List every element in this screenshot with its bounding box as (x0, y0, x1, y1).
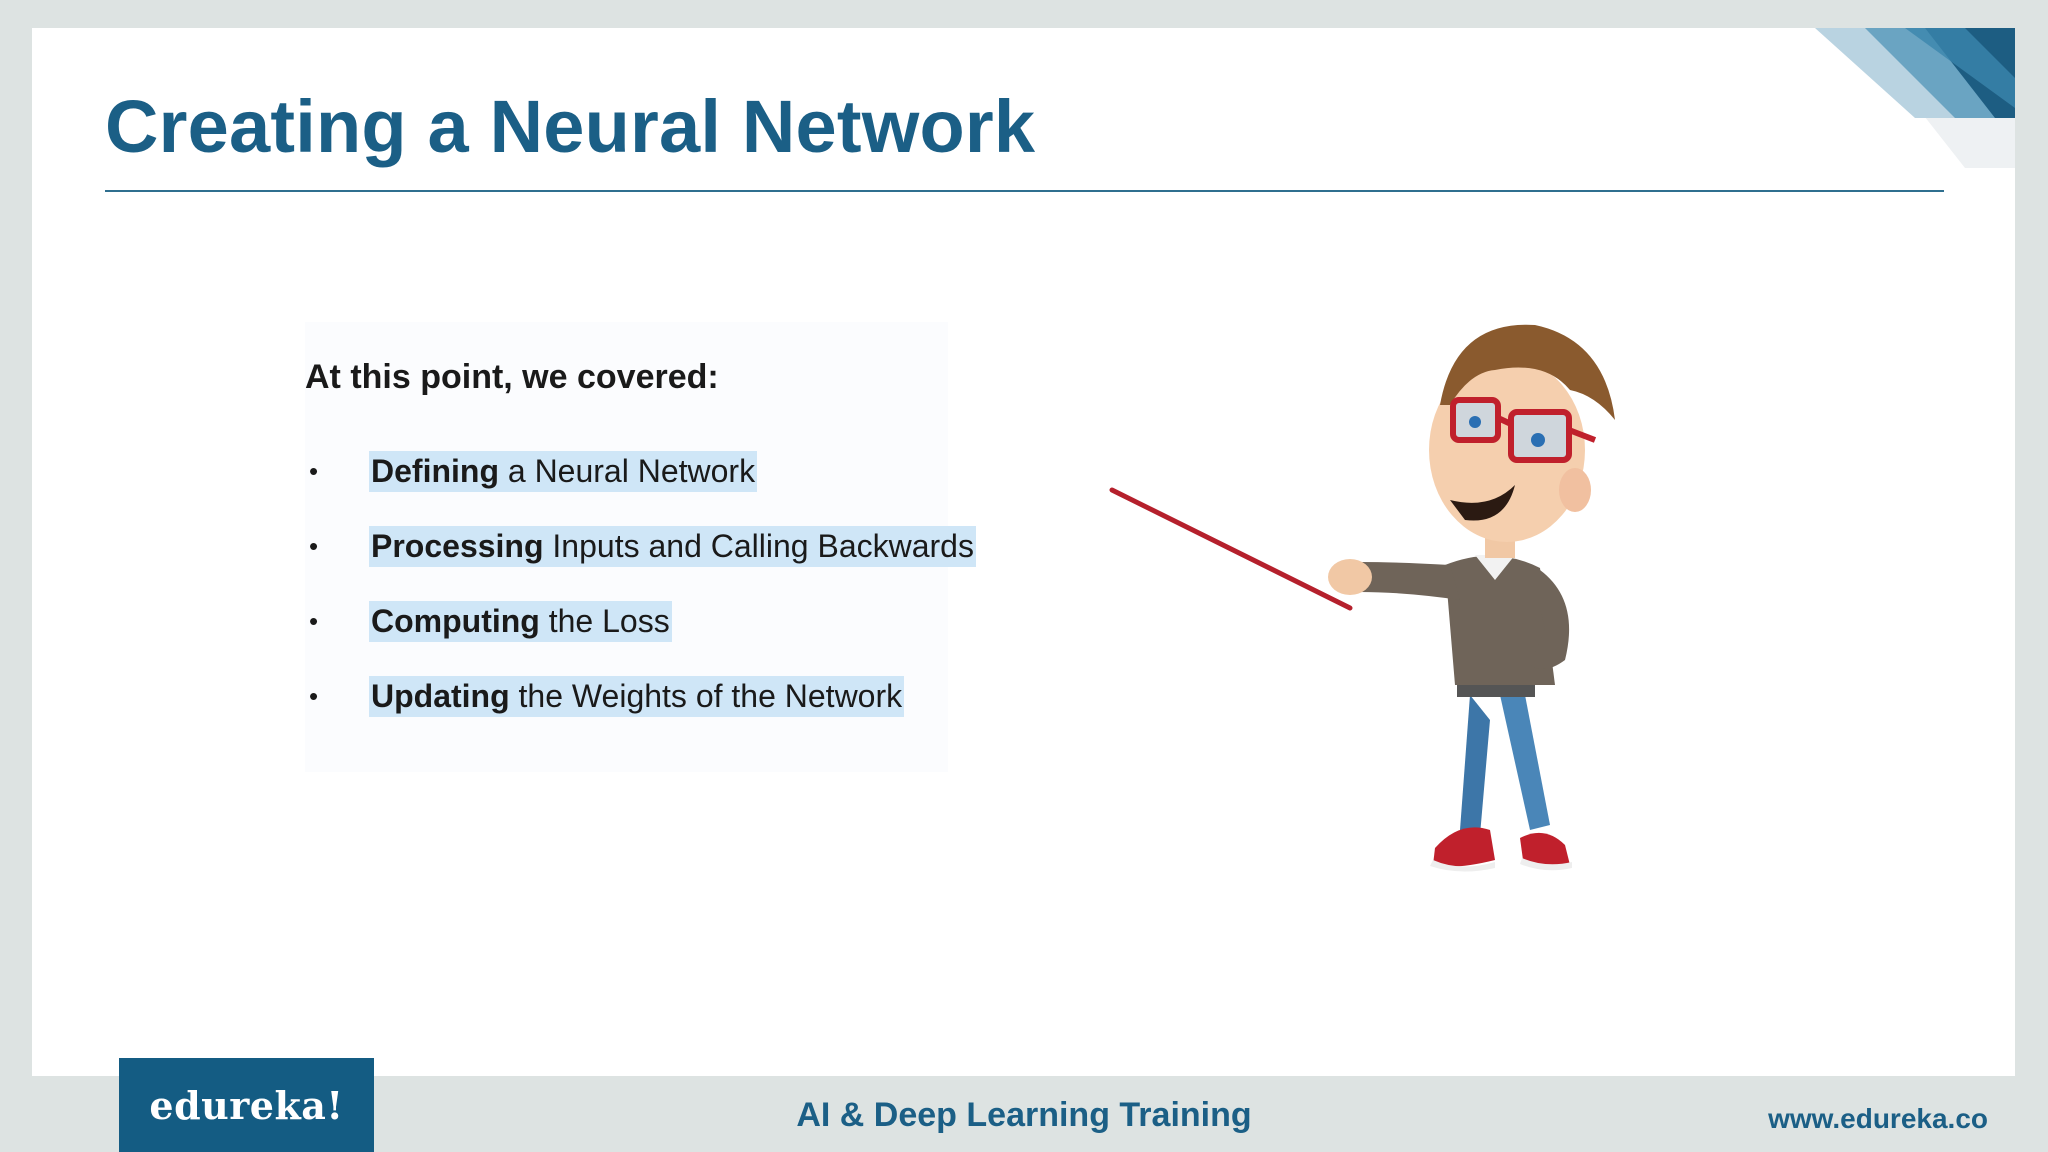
course-title: AI & Deep Learning Training (796, 1096, 1252, 1134)
bullet-icon: • (309, 531, 319, 561)
bullet-icon: • (309, 681, 319, 711)
bullet-bold: Updating (371, 678, 510, 714)
bullet-list: • Defining a Neural Network • Processing… (305, 434, 976, 734)
bullet-text: Processing Inputs and Calling Backwards (369, 526, 976, 567)
corner-decoration (1815, 28, 2015, 168)
intro-heading: At this point, we covered: (305, 358, 719, 396)
list-item: • Computing the Loss (305, 584, 976, 659)
list-item: • Defining a Neural Network (305, 434, 976, 509)
bullet-bold: Computing (371, 603, 540, 639)
slide-title: Creating a Neural Network (105, 85, 1036, 168)
presenter-illustration (1109, 324, 1615, 872)
logo-text: edureka! (149, 1082, 344, 1128)
bullet-rest: Inputs and Calling Backwards (543, 528, 974, 564)
bullet-text: Defining a Neural Network (369, 451, 758, 492)
bullet-icon: • (309, 606, 319, 636)
edureka-logo: edureka! (119, 1058, 374, 1152)
bullet-bold: Processing (371, 528, 544, 564)
bullet-rest: a Neural Network (498, 453, 756, 489)
website-url: www.edureka.co (1768, 1103, 1988, 1134)
bullet-rest: the Weights of the Network (509, 678, 903, 714)
bullet-text: Updating the Weights of the Network (369, 676, 905, 717)
bullet-icon: • (309, 456, 319, 486)
bullet-rest: the Loss (539, 603, 670, 639)
list-item: • Updating the Weights of the Network (305, 659, 976, 734)
bullet-text: Computing the Loss (369, 601, 672, 642)
bullet-bold: Defining (371, 453, 499, 489)
title-divider (105, 190, 1944, 192)
list-item: • Processing Inputs and Calling Backward… (305, 509, 976, 584)
